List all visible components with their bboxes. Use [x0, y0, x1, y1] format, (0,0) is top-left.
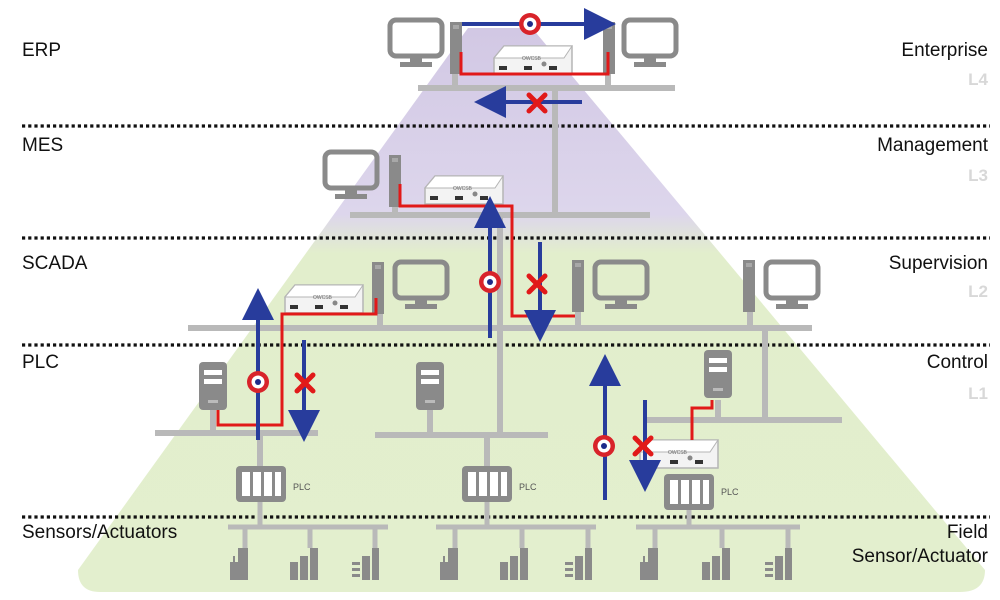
erp-monitor-left-icon	[390, 20, 442, 67]
layer-label-erp: ERP	[22, 40, 62, 61]
mes-allowed-icon	[479, 271, 501, 293]
layer-name-supervision: Supervision	[888, 253, 988, 274]
level-l4: L4	[968, 70, 988, 89]
layer-label-scada: SCADA	[22, 253, 88, 274]
layer-separators	[22, 124, 990, 519]
layer-name-field: Field	[946, 522, 988, 543]
layer-label-sensors: Sensors/Actuators	[22, 522, 178, 543]
level-l1: L1	[968, 384, 988, 403]
device-label-control: OWCSB	[668, 450, 688, 456]
plc-rack-2-icon	[462, 466, 512, 502]
erp-monitor-right-icon	[624, 20, 676, 67]
erp-red-link	[459, 52, 610, 76]
scada-monitor-3-icon	[766, 262, 818, 309]
scada-allowed-icon	[247, 371, 269, 393]
layer-name-enterprise: Enterprise	[901, 40, 988, 61]
plc-rack-1-icon	[236, 466, 286, 502]
level-l2: L2	[968, 282, 988, 301]
device-label-mes: OWCSB	[453, 186, 473, 192]
plc-label-2: PLC	[519, 482, 537, 492]
plc-label-1: PLC	[293, 482, 311, 492]
device-label-erp: OWCSB	[522, 56, 542, 62]
layer-name-control: Control	[926, 352, 988, 373]
scada-tower-2-icon	[572, 260, 584, 312]
layer-name-sensor-actuator: Sensor/Actuator	[851, 546, 988, 567]
device-label-scada: OWCSB	[313, 295, 333, 301]
layer-label-mes: MES	[22, 135, 64, 156]
scada-tower-3-icon	[743, 260, 755, 312]
control-allowed-icon	[593, 435, 615, 457]
field-network	[228, 502, 800, 548]
layer-name-management: Management	[877, 135, 988, 156]
scada-red-link	[216, 298, 378, 427]
plc-label-3: PLC	[721, 487, 739, 497]
control-red-link	[690, 400, 714, 440]
pyramid-background	[78, 28, 985, 592]
plc-rack-3-icon	[664, 474, 714, 510]
erp-allowed-icon	[519, 13, 541, 35]
layer-label-plc: PLC	[22, 352, 59, 373]
control-server-2-icon	[416, 362, 444, 410]
control-server-1-icon	[199, 362, 227, 410]
level-l3: L3	[968, 166, 988, 185]
control-server-3-icon	[704, 350, 732, 398]
scada-tower-1-icon	[372, 262, 384, 314]
